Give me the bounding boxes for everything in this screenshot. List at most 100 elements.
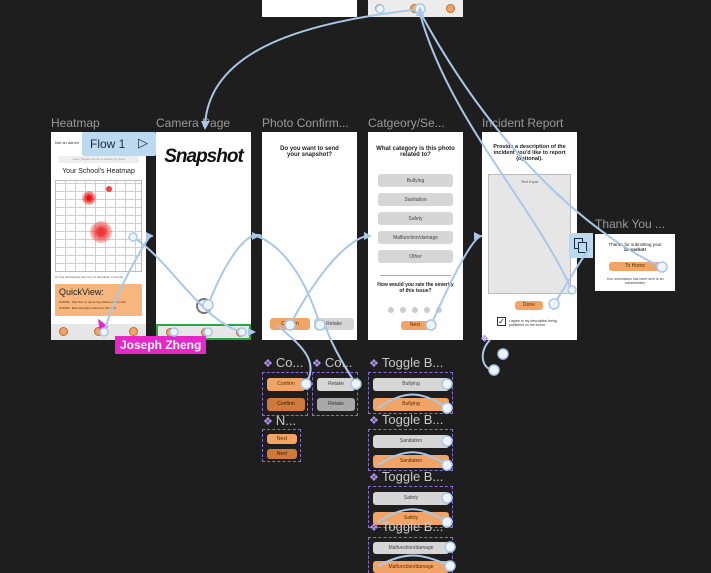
frame-heatmap[interactable]: Not an admin Enter Student Name to searc… xyxy=(51,132,146,340)
component-confirm-variants[interactable]: Confirm Confirm xyxy=(262,372,308,416)
toggle-safety-off[interactable]: Safety xyxy=(373,492,449,505)
confirm-question: Do you want to send your snapshot? xyxy=(280,146,339,158)
toggle-sanitation-variants[interactable]: Sanitation Sanitation xyxy=(368,429,453,471)
next-button[interactable]: Next xyxy=(401,321,429,330)
toggle-malfunction-on[interactable]: Malfunction/damage xyxy=(373,561,449,573)
toggle-bullying-variants[interactable]: Bullying Bullying xyxy=(368,372,453,414)
snapshot-logo: Snapshot xyxy=(164,146,244,167)
thanks-message: Thanks for submitting your Snapshot! xyxy=(599,242,671,252)
component-next-variants[interactable]: Next Next xyxy=(262,429,301,462)
frame-photo-confirm[interactable]: Do you want to send your snapshot? Confi… xyxy=(262,132,357,340)
component-next-title: N... xyxy=(275,413,297,428)
toggle-malfunction-title: Toggle B... xyxy=(381,519,444,534)
next-variant-pressed[interactable]: Next xyxy=(267,449,297,459)
toggle-bullying-on[interactable]: Bullying xyxy=(373,398,449,411)
heat-spot-high[interactable] xyxy=(82,191,96,205)
heatmap-legend: (1 One photo/issue pins from a dropdown … xyxy=(55,275,124,279)
top-frame-left[interactable] xyxy=(262,0,357,17)
next-variant-default[interactable]: Next xyxy=(267,434,297,444)
component-retake-title: Co... xyxy=(324,355,353,370)
textarea-placeholder: Text Input xyxy=(520,179,539,184)
confirm-variant-pressed[interactable]: Confirm xyxy=(267,398,305,411)
quickview-line-1: 9/16PM - Wet floor in upcoming bathroom … xyxy=(59,300,126,304)
play-icon[interactable]: ▷ xyxy=(138,135,148,150)
component-retake-variants[interactable]: Retake Retake xyxy=(312,372,358,416)
quickview-line-2: 9/16PM - Bad stall lights bathroom #G 1E… xyxy=(59,306,116,310)
component-next-label[interactable]: ❖N... xyxy=(263,413,296,428)
toggle-malfunction-variants[interactable]: Malfunction/damage Malfunction/damage xyxy=(368,537,453,573)
toggle-sanitation-on[interactable]: Sanitation xyxy=(373,455,449,468)
quickview-title: QuickView: xyxy=(59,287,104,297)
toggle-malfunction-label[interactable]: ❖Toggle B... xyxy=(369,519,443,534)
top-frame-right[interactable] xyxy=(368,0,463,17)
category-sanitation-button[interactable]: Sanitation xyxy=(378,193,453,206)
frame-title-heatmap[interactable]: Heatmap xyxy=(51,116,100,130)
to-home-button[interactable]: To Home xyxy=(609,262,661,271)
component-icon: ❖ xyxy=(369,472,379,484)
quickview-card[interactable]: QuickView: 9/16PM - Wet floor in upcomin… xyxy=(55,284,142,316)
nav-home-icon[interactable] xyxy=(59,327,68,336)
toggle-sanitation-off[interactable]: Sanitation xyxy=(373,435,449,448)
component-retake-label[interactable]: ❖Co... xyxy=(312,355,352,370)
severity-dot-5[interactable] xyxy=(436,307,442,313)
severity-dot-4[interactable] xyxy=(424,307,430,313)
component-confirm-title: Co... xyxy=(275,355,304,370)
nav-profile-icon[interactable] xyxy=(129,327,138,336)
severity-rating[interactable] xyxy=(388,307,444,313)
toggle-malfunction-off[interactable]: Malfunction/damage xyxy=(373,542,449,554)
category-malfunction-button[interactable]: Malfunction/damage xyxy=(378,231,453,244)
frame-title-camera[interactable]: Camera Page xyxy=(156,116,231,130)
retake-variant-default[interactable]: Retake xyxy=(317,378,355,391)
device-frame-icon[interactable] xyxy=(569,233,593,258)
toggle-sanitation-title: Toggle B... xyxy=(381,412,444,427)
nav-home-icon xyxy=(375,4,384,13)
frame-camera[interactable]: Snapshot xyxy=(156,132,251,340)
severity-dot-3[interactable] xyxy=(412,307,418,313)
heat-spot-low[interactable] xyxy=(106,186,112,192)
school-floorplan[interactable] xyxy=(55,180,142,272)
category-question: What category is this photo related to? xyxy=(376,146,455,158)
confirm-button[interactable]: Confirm xyxy=(270,318,310,330)
severity-dot-1[interactable] xyxy=(388,307,394,313)
divider xyxy=(380,275,451,276)
toggle-bullying-off[interactable]: Bullying xyxy=(373,378,449,391)
retake-variant-pressed[interactable]: Retake xyxy=(317,398,355,411)
retake-button[interactable]: Retake xyxy=(314,318,354,330)
toggle-sanitation-label[interactable]: ❖Toggle B... xyxy=(369,412,443,427)
frame-category[interactable]: What category is this photo related to? … xyxy=(368,132,463,340)
component-icon: ❖ xyxy=(369,358,379,370)
component-icon: ❖ xyxy=(312,358,322,370)
toggle-bullying-label[interactable]: ❖Toggle B... xyxy=(369,355,443,370)
frame-title-thanks[interactable]: Thank You ... xyxy=(595,217,666,231)
thanks-line-bold: Snapshot! xyxy=(624,247,646,252)
done-button[interactable]: Done xyxy=(515,301,543,310)
wire-top-to-camera xyxy=(204,8,421,126)
severity-dot-2[interactable] xyxy=(400,307,406,313)
description-textarea[interactable]: Text Input xyxy=(488,174,571,294)
search-input[interactable]: Enter Student Name to search by place xyxy=(59,156,139,163)
category-bullying-button[interactable]: Bullying xyxy=(378,174,453,187)
frame-title-incident[interactable]: Incident Report xyxy=(482,116,564,130)
frame-incident[interactable]: Provide a description of the incident yo… xyxy=(482,132,577,340)
flow-1-label[interactable]: Flow 1 ▷ xyxy=(82,132,156,156)
copy-icon-back xyxy=(578,242,587,253)
frame-thanks[interactable]: Thanks for submitting your Snapshot! To … xyxy=(595,234,675,291)
wire-dot xyxy=(497,348,509,360)
heat-spot-medium[interactable] xyxy=(90,221,112,243)
toggle-safety-label[interactable]: ❖Toggle B... xyxy=(369,469,443,484)
component-icon: ❖ xyxy=(263,416,273,428)
category-safety-button[interactable]: Safety xyxy=(378,212,453,225)
component-icon: ❖ xyxy=(263,358,273,370)
toggle-safety-title: Toggle B... xyxy=(381,469,444,484)
agree-checkbox[interactable]: ✓ xyxy=(497,317,506,326)
frame-title-photo-confirm[interactable]: Photo Confirm... xyxy=(262,116,349,130)
nav-profile-icon[interactable] xyxy=(236,328,245,337)
shutter-button[interactable] xyxy=(196,298,212,314)
arrow-head xyxy=(474,232,482,240)
category-other-button[interactable]: Other xyxy=(378,250,453,263)
frame-title-category[interactable]: Catgeory/Se... xyxy=(368,116,445,130)
wire-dot xyxy=(488,364,500,376)
component-confirm-label[interactable]: ❖Co... xyxy=(263,355,303,370)
confirm-variant-default[interactable]: Confirm xyxy=(267,378,305,391)
